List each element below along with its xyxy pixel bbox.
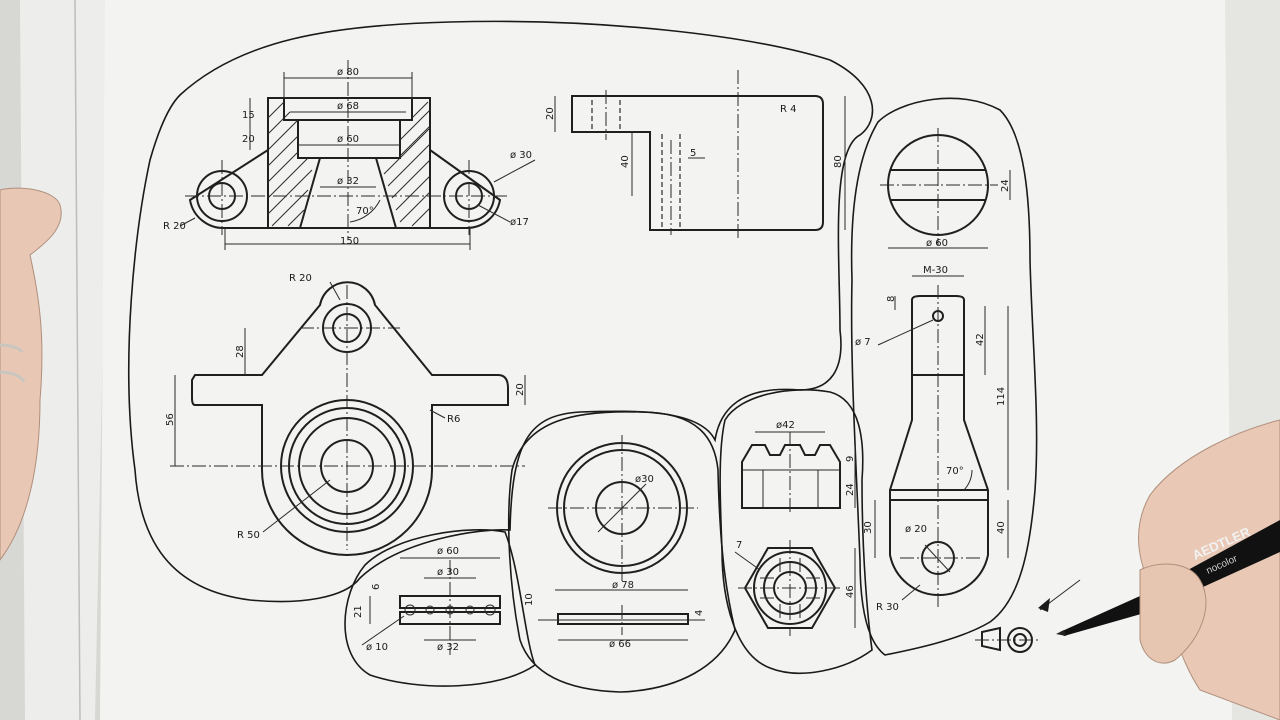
dim-24a: 24: [845, 483, 856, 496]
dim-dia-30c: ø30: [635, 474, 654, 485]
dim-m30: M-30: [923, 265, 948, 276]
dim-5: 5: [690, 148, 696, 159]
dim-r-20b: R 20: [289, 273, 312, 284]
group-outline-rod: [850, 97, 1038, 656]
view-housing-side: 20 40 5 80 R 4: [545, 70, 846, 240]
dim-r-20: R 20: [163, 221, 186, 232]
dim-24b: 24: [1000, 179, 1011, 192]
dim-114: 114: [996, 387, 1007, 406]
dim-dia-78: ø 78: [612, 580, 634, 591]
dim-dia-30: ø 30: [510, 150, 532, 161]
dim-r-50: R 50: [237, 530, 260, 541]
dim-dia-32b: ø 32: [437, 642, 459, 653]
view-castle-nut: ø42 9 24 7 46: [734, 420, 856, 636]
dim-r-30: R 30: [876, 602, 899, 613]
dim-height-80: 80: [833, 155, 844, 168]
view-bar-end: 24 ø 60: [880, 128, 1011, 249]
dim-8: 8: [886, 296, 897, 302]
dim-dia-60: ø 60: [337, 134, 359, 145]
dim-dia-32: ø 32: [337, 176, 359, 187]
dim-dia-20: ø 20: [905, 524, 927, 535]
dim-length-150: 150: [340, 236, 359, 247]
dim-dia-60b: ø 60: [437, 546, 459, 557]
view-tie-rod: M-30 8 ø 7 42 114 70° 30 ø 20 40 R 30: [855, 265, 1009, 613]
dim-dia-80: ø 80: [337, 67, 359, 78]
group-outline-main: [128, 20, 874, 603]
dim-angle-70b: 70°: [946, 466, 964, 477]
dim-4: 4: [694, 610, 705, 616]
dim-46: 46: [845, 585, 856, 598]
dim-dia-68: ø 68: [337, 101, 359, 112]
paper-sheet: [100, 0, 1234, 720]
dim-56: 56: [165, 413, 176, 426]
dim-10: 10: [524, 593, 535, 606]
dim-30: 30: [863, 521, 874, 534]
dim-dia-7: ø 7: [855, 337, 871, 348]
dim-height-15: 15: [242, 110, 255, 121]
dim-42: 42: [975, 333, 986, 346]
group-outline-nut: [719, 389, 873, 674]
dim-21: 21: [353, 605, 364, 618]
dim-20c: 20: [515, 383, 526, 396]
dim-r-4: R 4: [780, 104, 797, 115]
dim-dia-66: ø 66: [609, 639, 631, 650]
dim-height-20b: 20: [545, 107, 556, 120]
view-flange: ø30 ø 78 10 4 ø 66: [524, 435, 705, 650]
dim-28: 28: [235, 345, 246, 358]
view-housing-top: R 20 28 56 20 R6 R 50: [165, 273, 526, 556]
dim-dia-42: ø42: [776, 420, 795, 431]
left-hand: [0, 187, 62, 561]
dim-angle-70: 70°: [356, 206, 374, 217]
dim-height-20: 20: [242, 134, 255, 145]
dim-dia-60c: ø 60: [926, 238, 948, 249]
dim-dia-10: ø 10: [366, 642, 388, 653]
dim-dia-30b: ø 30: [437, 567, 459, 578]
projection-symbol: [975, 626, 1040, 653]
left-sheet: [20, 0, 110, 720]
dim-6: 6: [371, 584, 382, 590]
dim-height-40: 40: [620, 155, 631, 168]
dim-7: 7: [736, 540, 742, 551]
dim-40b: 40: [996, 521, 1007, 534]
dim-r-6: R6: [447, 414, 460, 425]
right-thumb: [1139, 563, 1207, 664]
dim-9: 9: [845, 456, 856, 462]
dim-dia-17: ø17: [510, 217, 529, 228]
view-thrust-bearing: ø 60 ø 30 6 21 ø 10 ø 32: [353, 546, 501, 655]
view-housing-section: ø 80 ø 68 ø 60 ø 32 ø 30 ø17 R 20 150 70…: [163, 60, 536, 250]
